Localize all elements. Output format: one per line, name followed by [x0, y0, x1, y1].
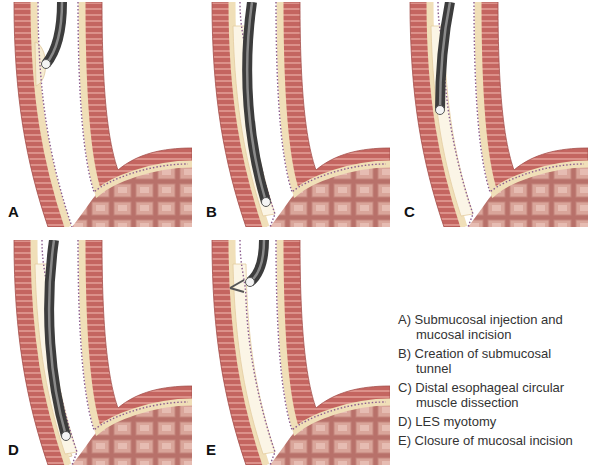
- endoscope-cap: [262, 198, 271, 207]
- procedure-panel: [14, 240, 192, 465]
- procedure-panel: [410, 2, 588, 227]
- mucosa: [78, 240, 188, 430]
- panel-letter: D: [8, 442, 19, 458]
- submucosa: [82, 2, 192, 192]
- submucosa: [82, 240, 192, 430]
- submucosa: [34, 2, 68, 227]
- esophageal-muscle: [82, 2, 192, 192]
- endoscope: [440, 2, 450, 110]
- esophageal-muscle: [280, 240, 390, 430]
- mucosa: [276, 2, 386, 192]
- mucosa: [38, 2, 72, 227]
- panel-letter: B: [206, 204, 217, 220]
- panel-letter: C: [404, 204, 415, 220]
- esophageal-muscle: [280, 2, 390, 192]
- submucosa: [280, 2, 390, 192]
- mucosa: [240, 240, 275, 465]
- endoscope-cap: [62, 432, 71, 441]
- endoscope-highlight: [49, 240, 66, 436]
- key-item: A) Submucosal injection and mucosal inci…: [398, 312, 590, 342]
- endoscope-highlight: [440, 2, 450, 110]
- endoscope: [247, 2, 266, 202]
- mucosa: [438, 2, 473, 227]
- clip: [230, 280, 244, 292]
- submucosal-tunnel: [431, 26, 473, 216]
- esophageal-muscle: [478, 2, 588, 192]
- submucosa: [280, 240, 390, 430]
- endoscope: [49, 240, 66, 436]
- endoscope-highlight: [247, 2, 266, 202]
- procedure-panel: [212, 2, 390, 227]
- panel-letter: E: [206, 442, 216, 458]
- endoscope: [250, 240, 264, 282]
- mucosa: [474, 2, 584, 192]
- endoscope-highlight: [250, 240, 264, 282]
- esophageal-muscle: [14, 2, 68, 227]
- endoscope: [46, 2, 62, 64]
- procedure-panel: [14, 2, 192, 227]
- endoscope-cap: [246, 278, 255, 287]
- mucosa: [42, 240, 77, 465]
- endoscope-cap: [42, 60, 51, 69]
- endoscope-highlight: [46, 2, 62, 64]
- panel-letter: A: [8, 204, 19, 220]
- submucosal-tunnel: [233, 264, 275, 454]
- key-item: B) Creation of submucosal tunnel: [398, 346, 590, 376]
- esophageal-muscle: [82, 240, 192, 430]
- procedure-panel: [212, 240, 390, 465]
- endoscope-cap: [436, 106, 445, 115]
- mucosa: [276, 240, 386, 430]
- submucosa: [478, 2, 588, 192]
- mucosa: [240, 2, 275, 227]
- key-item: D) LES myotomy: [398, 414, 590, 429]
- key-item: C) Distal esophageal circular muscle dis…: [398, 380, 590, 410]
- key-item: E) Closure of mucosal incision: [398, 433, 590, 448]
- mucosa: [78, 2, 188, 192]
